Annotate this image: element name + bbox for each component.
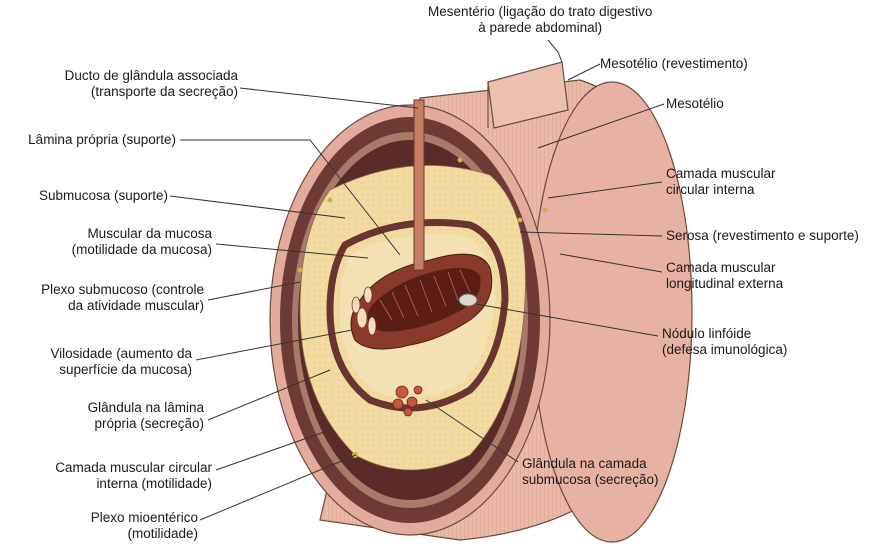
label-mesenterio: Mesentério (ligação do trato digestivo à… [428,4,652,36]
label-plexo-submucoso: Plexo submucoso (controle da atividade m… [41,282,204,314]
label-vilosidade: Vilosidade (aumento da superfície da muc… [50,346,192,378]
label-mesotelio: Mesotélio [666,96,724,112]
label-plexo-mioenterico: Plexo mioentérico (motilidade) [91,510,198,542]
label-submucosa: Submucosa (suporte) [39,188,168,204]
lymph-nodule [459,294,477,306]
label-camada-circular-interna-left: Camada muscular circular interna (motili… [55,460,212,492]
label-ducto-glandula: Ducto de glândula associada (transporte … [65,68,238,100]
label-nodulo-linfoide: Nódulo linfóide (defesa imunológica) [662,326,787,358]
label-camada-circular-interna-right: Camada muscular circular interna [666,166,776,198]
label-muscular-mucosa: Muscular da mucosa (motilidade da mucosa… [72,226,212,258]
label-camada-longitudinal: Camada muscular longitudinal externa [666,260,783,292]
label-glandula-lamina: Glândula na lâmina própria (secreção) [88,400,204,432]
label-lamina-propria: Lâmina própria (suporte) [28,132,176,148]
label-glandula-submucosa: Glândula na camada submucosa (secreção) [522,456,659,488]
gland-duct [414,100,424,270]
label-serosa: Serosa (revestimento e suporte) [666,228,859,244]
label-mesotelio-revestimento: Mesotélio (revestimento) [600,56,748,72]
